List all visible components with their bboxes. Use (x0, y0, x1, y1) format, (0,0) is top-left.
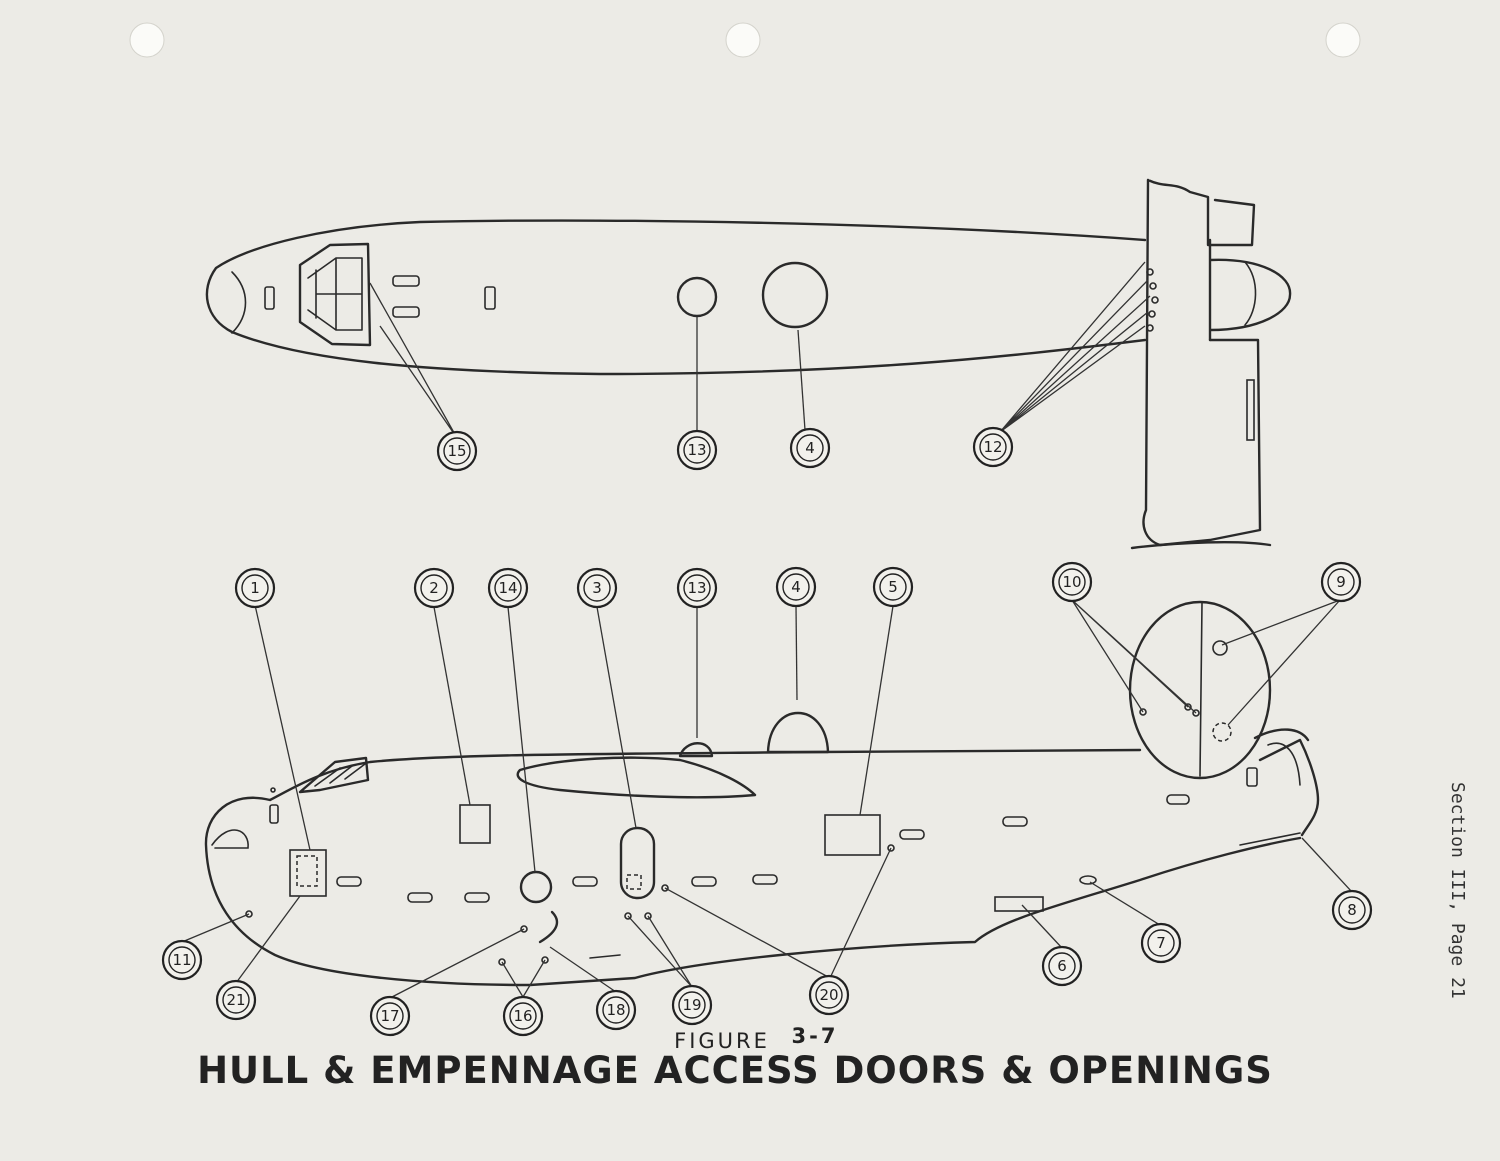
svg-text:14: 14 (498, 579, 517, 597)
callout-20: 20 (808, 974, 850, 1016)
svg-text:16: 16 (513, 1007, 532, 1025)
svg-text:8: 8 (1347, 901, 1357, 919)
svg-text:12: 12 (983, 438, 1002, 456)
figure-label: FIGURE (674, 1029, 770, 1053)
svg-text:4: 4 (791, 578, 801, 596)
svg-text:15: 15 (447, 442, 466, 460)
svg-text:9: 9 (1336, 573, 1346, 591)
callout-13-side: 13 (676, 567, 718, 609)
svg-text:10: 10 (1062, 573, 1081, 591)
svg-text:18: 18 (606, 1001, 625, 1019)
callout-6: 6 (1041, 945, 1083, 987)
callout-1: 1 (234, 567, 276, 609)
callouts: 15 13 4 12 1 2 14 3 13 4 5 10 9 8 7 6 20… (161, 426, 1373, 1037)
side-view-leaders (181, 599, 1353, 999)
callout-19: 19 (671, 984, 713, 1026)
callout-14: 14 (487, 567, 529, 609)
callout-9: 9 (1320, 561, 1362, 603)
svg-text:3: 3 (592, 579, 602, 597)
callout-18: 18 (595, 989, 637, 1031)
svg-text:17: 17 (380, 1007, 399, 1025)
svg-text:5: 5 (888, 578, 898, 596)
callout-21: 21 (215, 979, 257, 1021)
callout-16: 16 (502, 995, 544, 1037)
svg-text:1: 1 (250, 579, 260, 597)
svg-text:6: 6 (1057, 957, 1067, 975)
callout-15: 15 (436, 430, 478, 472)
section-page-ref: Section III, Page 21 (1447, 782, 1468, 999)
punch-hole-center (725, 22, 761, 58)
callout-8: 8 (1331, 889, 1373, 931)
punch-hole-right (1325, 22, 1361, 58)
svg-text:19: 19 (682, 996, 701, 1014)
callout-5: 5 (872, 566, 914, 608)
svg-text:7: 7 (1156, 934, 1166, 952)
callout-10: 10 (1051, 561, 1093, 603)
callout-17: 17 (369, 995, 411, 1037)
callout-12: 12 (972, 426, 1014, 468)
top-view-leaders (369, 261, 1151, 439)
figure-number: 3-7 (792, 1024, 839, 1048)
svg-text:2: 2 (429, 579, 439, 597)
svg-text:13: 13 (687, 579, 706, 597)
callout-3: 3 (576, 567, 618, 609)
callout-4-side: 4 (775, 566, 817, 608)
svg-text:4: 4 (805, 439, 815, 457)
svg-text:21: 21 (226, 991, 245, 1009)
figure-title: HULL & EMPENNAGE ACCESS DOORS & OPENINGS (197, 1049, 1273, 1092)
svg-text:20: 20 (819, 986, 838, 1004)
callout-11: 11 (161, 939, 203, 981)
punch-hole-left (129, 22, 165, 58)
side-view (204, 600, 1320, 987)
callout-7: 7 (1140, 922, 1182, 964)
callout-13-top: 13 (676, 429, 718, 471)
callout-2: 2 (413, 567, 455, 609)
top-view (205, 178, 1292, 550)
svg-text:13: 13 (687, 441, 706, 459)
svg-text:11: 11 (172, 951, 191, 969)
callout-4-top: 4 (789, 427, 831, 469)
